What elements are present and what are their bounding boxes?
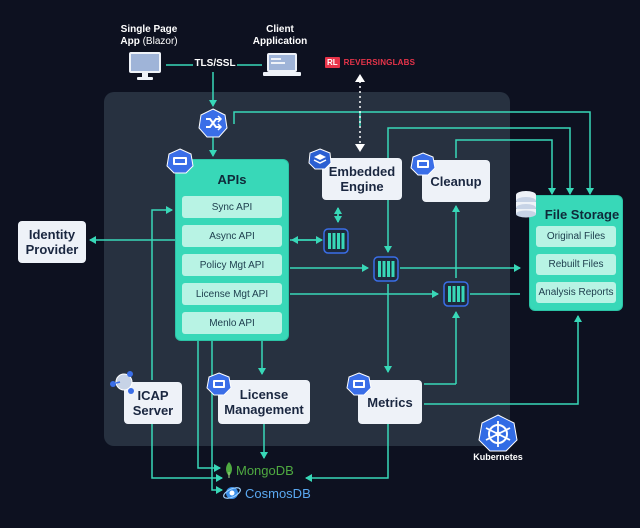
mongodb-label: MongoDB [236,462,294,478]
mongodb-logo: MongoDB [224,462,308,478]
ingress-shuffle-icon [198,108,228,138]
license-mgt-api-item[interactable]: License Mgt API [182,283,282,305]
reversinglabs-mark: RL [325,56,340,68]
icap-line1: ICAP [137,388,169,403]
file-storage-panel: File Storage Original Files Rebuilt File… [530,196,622,310]
license-line1: License [239,387,289,402]
identity-provider-box[interactable]: Identity Provider [18,221,86,263]
spa-label-line2b: (Blazor) [139,36,178,47]
async-api-item[interactable]: Async API [182,225,282,247]
embedded-line2: Engine [340,179,384,194]
kubernetes-helm-icon [478,414,518,452]
analysis-reports-item[interactable]: Analysis Reports [536,282,616,303]
policy-mgt-api-item[interactable]: Policy Mgt API [182,254,282,276]
embedded-engine-icon [308,148,332,170]
sync-api-item[interactable]: Sync API [182,196,282,218]
identity-line1: Identity [28,227,76,242]
cosmosdb-label: CosmosDB [245,485,311,501]
embedded-engine-box[interactable]: Embedded Engine [322,158,402,200]
file-storage-title: File Storage [544,207,620,222]
spa-label-line1: Single Page [120,24,178,35]
client-label-line1: Client [266,24,294,35]
spa-label-line2: App [120,36,140,47]
cosmosdb-logo: CosmosDB [222,483,312,503]
tls-ssl-label: TLS/SSL [194,58,236,69]
license-line2: Management [224,402,304,417]
apis-service-icon [166,148,194,174]
menlo-api-item[interactable]: Menlo API [182,312,282,334]
cleanup-icon [410,152,436,176]
icap-network-icon [108,370,136,396]
rebuilt-files-item[interactable]: Rebuilt Files [536,254,616,275]
identity-line2: Provider [25,242,79,257]
license-service-icon [206,372,232,396]
queue-icon-2 [373,256,399,282]
mongodb-leaf-icon [226,462,232,478]
database-stack-icon [514,190,538,218]
client-app-label: Client Application [250,24,310,48]
apis-panel: APIs Sync API Async API Policy Mgt API L… [176,160,288,340]
apis-title: APIs [217,172,247,187]
kubernetes-label: Kubernetes [473,452,523,462]
icap-line2: Server [132,403,174,418]
reversinglabs-text: REVERSINGLABS [343,57,416,67]
client-label-line2: Application [252,36,308,47]
spa-label: Single Page App (Blazor) [114,24,184,48]
original-files-item[interactable]: Original Files [536,226,616,247]
license-management-box[interactable]: License Management [218,380,310,424]
queue-icon-3 [443,281,469,307]
queue-icon-1 [323,228,349,254]
icap-server-box[interactable]: ICAP Server [124,382,182,424]
embedded-line1: Embedded [328,164,396,179]
metrics-service-icon [346,372,372,396]
monitor-icon [128,51,162,81]
cosmosdb-icon [223,487,241,499]
laptop-icon [263,52,301,78]
reversinglabs-logo: RL REVERSINGLABS [325,55,415,69]
